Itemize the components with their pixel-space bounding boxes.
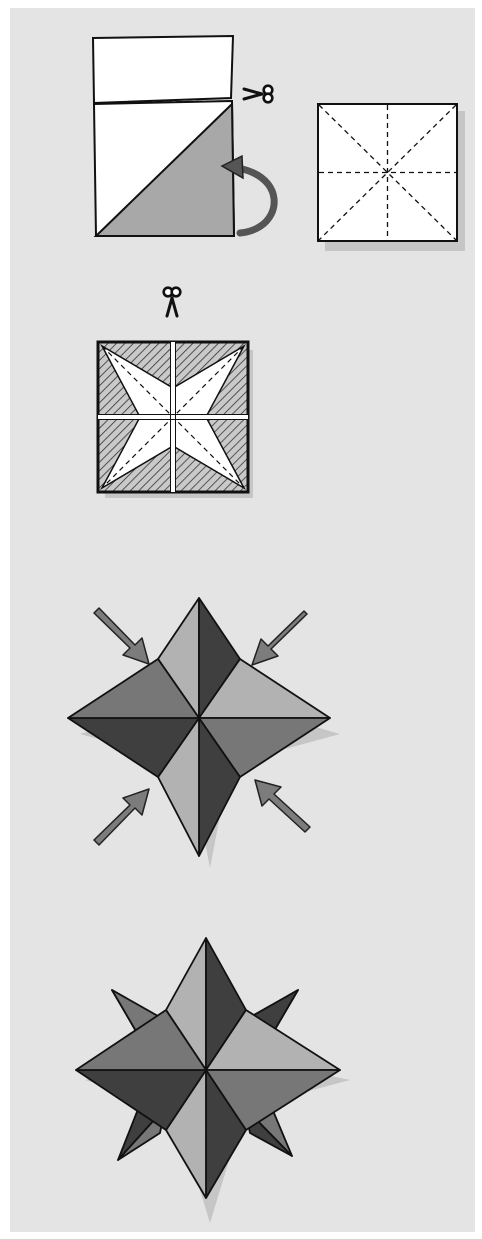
step-2-fold-lines <box>318 104 465 251</box>
instruction-page <box>10 8 475 1232</box>
origami-star-diagram <box>10 8 475 1232</box>
step-4-star-press <box>68 598 340 868</box>
step-1-cut-square <box>93 36 274 236</box>
scissors-icon <box>164 288 181 316</box>
paper-strip <box>93 36 233 103</box>
step-3-cut-slits <box>98 288 253 498</box>
step-5-finished-star <box>76 938 350 1223</box>
scissors-icon <box>244 86 272 103</box>
star-8-point <box>76 938 340 1198</box>
